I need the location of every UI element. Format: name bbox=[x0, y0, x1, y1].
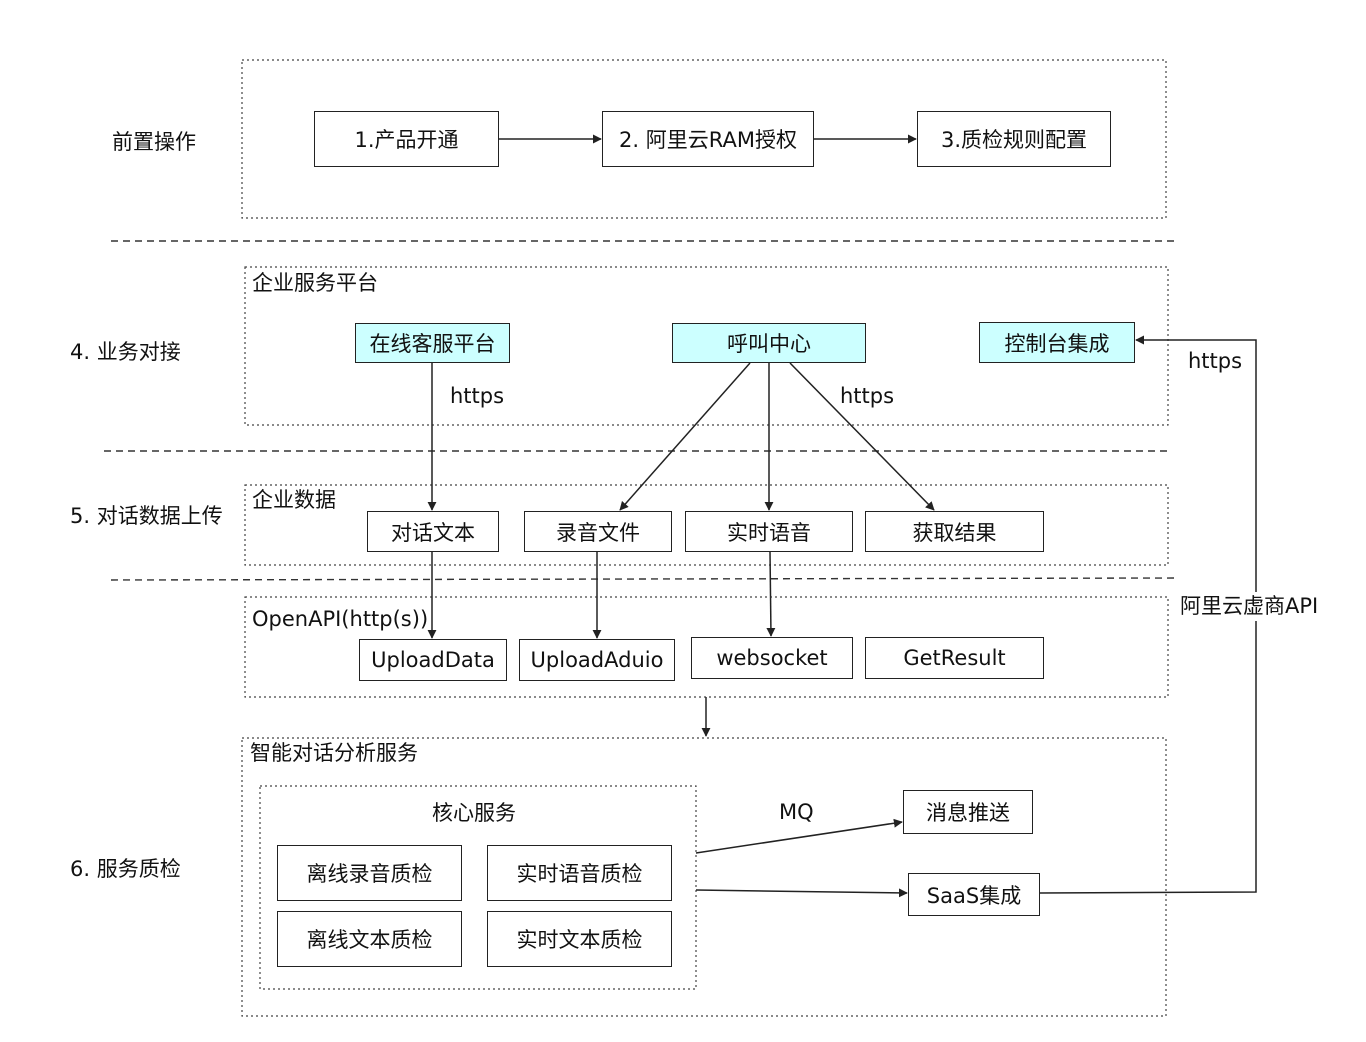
arrow-realtime-to-websocket bbox=[766, 551, 776, 637]
edge-label-https-console: https bbox=[1188, 349, 1243, 373]
group-title-enterprise-platform: 企业服务平台 bbox=[252, 271, 378, 295]
enterprise-data-container bbox=[244, 484, 1169, 566]
edge-label-https-online: https bbox=[450, 384, 505, 408]
node-offline-audio-qc: 离线录音质检 bbox=[277, 845, 462, 901]
node-message-push: 消息推送 bbox=[903, 790, 1033, 834]
section-label-business: 4. 业务对接 bbox=[70, 340, 181, 364]
edge-label-mq: MQ bbox=[779, 800, 814, 824]
node-realtime-voice: 实时语音 bbox=[685, 511, 853, 552]
group-title-core: 核心服务 bbox=[432, 801, 516, 825]
arrow-core-to-push bbox=[695, 818, 903, 854]
node-api-uploaddata: UploadData bbox=[359, 639, 507, 681]
group-title-openapi: OpenAPI(http(s)) bbox=[252, 607, 429, 631]
enterprise-platform-container bbox=[244, 266, 1169, 426]
section-label-qc: 6. 服务质检 bbox=[70, 857, 181, 881]
node-offline-text-qc: 离线文本质检 bbox=[277, 911, 462, 967]
node-step-ram-authorization: 2. 阿里云RAM授权 bbox=[602, 111, 814, 167]
section-label-upload: 5. 对话数据上传 bbox=[70, 504, 223, 528]
node-call-center: 呼叫中心 bbox=[672, 323, 866, 363]
node-dialog-text: 对话文本 bbox=[367, 511, 499, 552]
section-label-pre-ops: 前置操作 bbox=[112, 130, 196, 154]
group-title-enterprise-data: 企业数据 bbox=[252, 488, 336, 512]
core-container bbox=[259, 785, 697, 990]
node-realtime-text-qc: 实时文本质检 bbox=[487, 911, 672, 967]
node-api-uploadaudio: UploadAduio bbox=[519, 639, 675, 681]
node-api-getresult: GetResult bbox=[865, 637, 1044, 679]
node-step-rule-config: 3.质检规则配置 bbox=[917, 111, 1111, 167]
openapi-container bbox=[244, 596, 1169, 698]
arrow-call-to-result bbox=[789, 362, 935, 511]
node-console-integration: 控制台集成 bbox=[979, 322, 1135, 363]
analysis-container bbox=[241, 737, 1167, 1017]
node-get-result: 获取结果 bbox=[865, 511, 1044, 552]
arrow-call-to-recording bbox=[619, 362, 751, 511]
node-saas-integration: SaaS集成 bbox=[908, 873, 1040, 916]
divider-3 bbox=[110, 577, 1177, 581]
node-online-service-platform: 在线客服平台 bbox=[355, 323, 510, 363]
node-api-websocket: websocket bbox=[691, 637, 853, 679]
edge-label-aliyun-api: 阿里云虚商API bbox=[1180, 592, 1319, 622]
group-title-analysis: 智能对话分析服务 bbox=[250, 741, 418, 765]
arrow-core-to-saas bbox=[695, 888, 908, 898]
node-step-product-activation: 1.产品开通 bbox=[314, 111, 499, 167]
node-recording-file: 录音文件 bbox=[524, 511, 672, 552]
edge-label-https-call: https bbox=[840, 384, 895, 408]
pre-ops-container bbox=[241, 59, 1167, 219]
node-realtime-audio-qc: 实时语音质检 bbox=[487, 845, 672, 901]
